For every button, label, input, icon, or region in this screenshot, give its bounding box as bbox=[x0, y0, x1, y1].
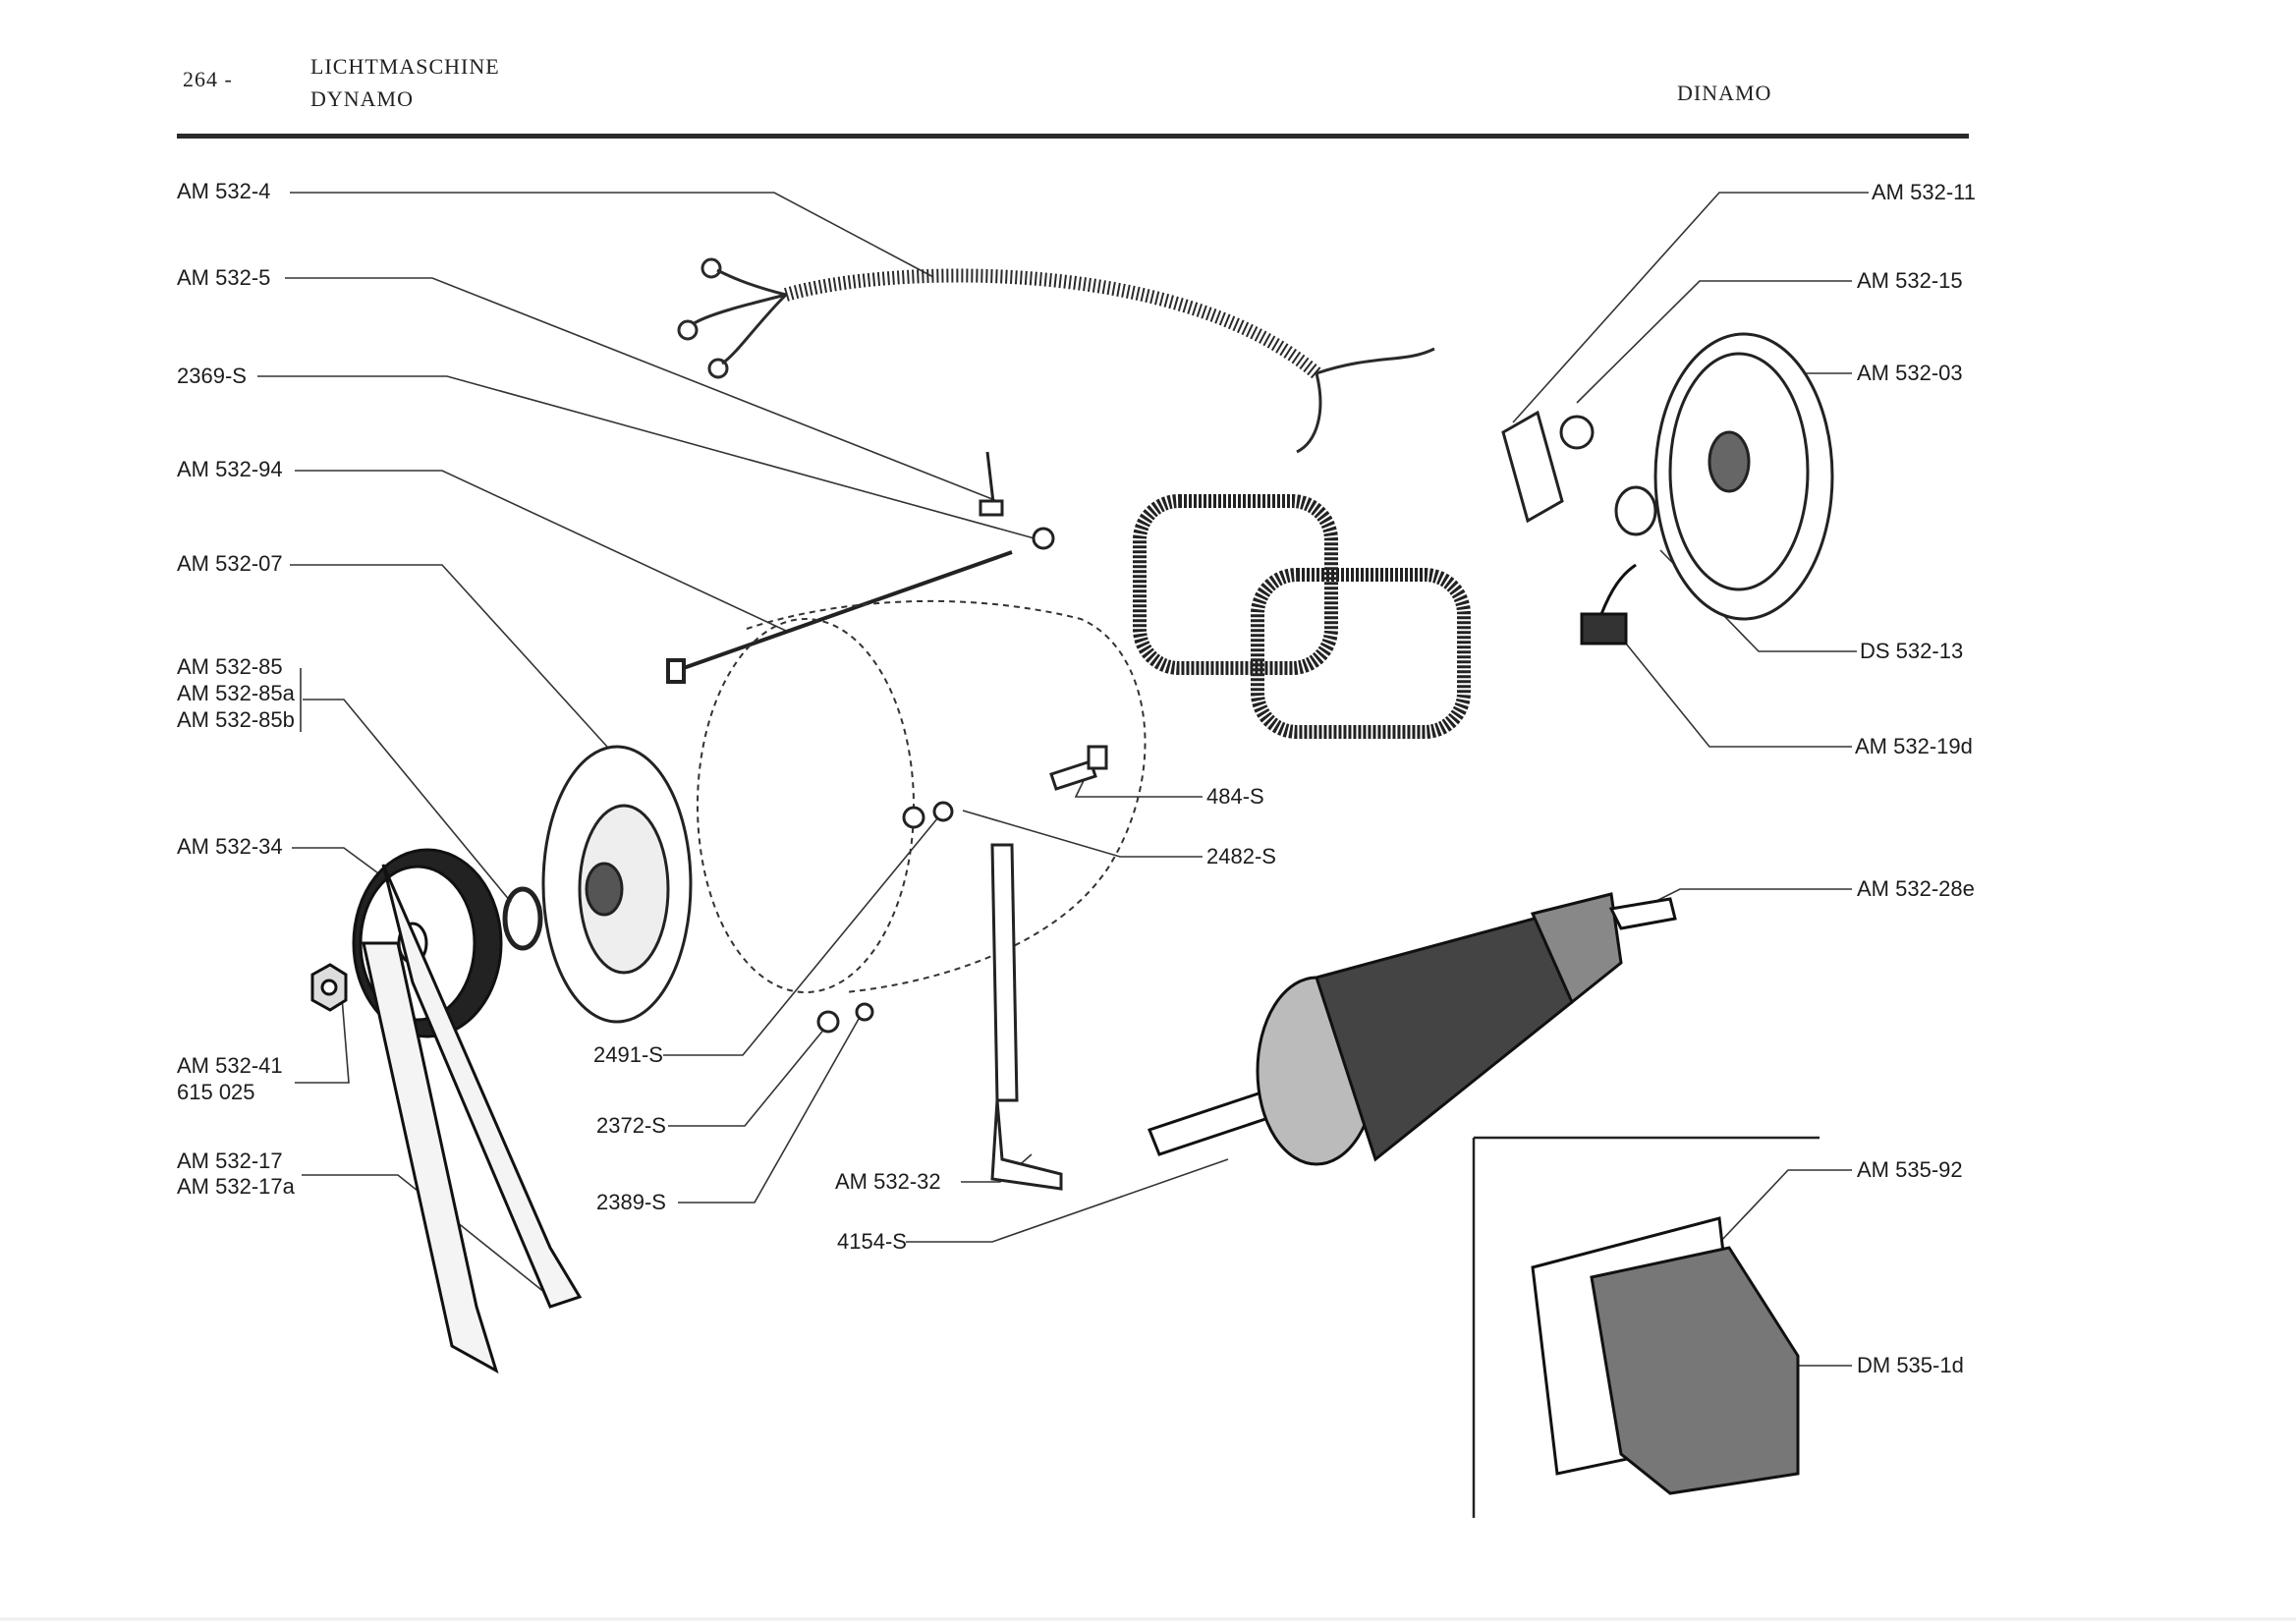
label-am532-07: AM 532-07 bbox=[177, 551, 283, 576]
screw-2369 bbox=[979, 451, 1055, 550]
label-am532-85b: AM 532-85b bbox=[177, 707, 295, 732]
label-am532-85: AM 532-85 bbox=[177, 654, 283, 679]
leader-lines bbox=[257, 192, 1869, 1367]
label-am532-4: AM 532-4 bbox=[177, 179, 271, 203]
commutator-end-shield bbox=[1614, 332, 1834, 621]
wiring-harness bbox=[677, 257, 1435, 454]
label-4154-s: 4154-S bbox=[837, 1229, 907, 1254]
label-am532-34: AM 532-34 bbox=[177, 834, 283, 859]
label-am532-03: AM 532-03 bbox=[1857, 361, 1963, 385]
page-number: 264 - bbox=[183, 67, 233, 91]
label-am532-5: AM 532-5 bbox=[177, 265, 271, 290]
label-2369-s: 2369-S bbox=[177, 364, 247, 388]
title-dynamo: DYNAMO bbox=[310, 86, 414, 111]
spacer-ring bbox=[502, 886, 543, 951]
label-am532-11: AM 532-11 bbox=[1872, 180, 1976, 204]
v-belt bbox=[362, 864, 583, 1374]
label-2482-s: 2482-S bbox=[1206, 844, 1276, 868]
label-dm535-1d: DM 535-1d bbox=[1857, 1353, 1964, 1377]
drive-end-shield bbox=[541, 745, 693, 1024]
label-ds532-13: DS 532-13 bbox=[1860, 639, 1964, 663]
label-am532-94: AM 532-94 bbox=[177, 457, 283, 481]
label-am532-17: AM 532-17 bbox=[177, 1148, 283, 1173]
label-am532-15: AM 532-15 bbox=[1857, 268, 1963, 293]
armature bbox=[1148, 892, 1677, 1166]
label-2491-s: 2491-S bbox=[593, 1042, 663, 1067]
field-coils bbox=[1133, 494, 1471, 739]
label-am532-85a: AM 532-85a bbox=[177, 681, 295, 705]
label-am532-28e: AM 532-28e bbox=[1857, 876, 1975, 901]
label-am532-32: AM 532-32 bbox=[835, 1169, 941, 1194]
title-lichtmaschine: LICHTMASCHINE bbox=[310, 54, 500, 79]
label-2372-s: 2372-S bbox=[596, 1113, 666, 1138]
label-2389-s: 2389-S bbox=[596, 1190, 666, 1214]
header-rule bbox=[177, 134, 1969, 139]
through-bolt bbox=[666, 550, 1013, 684]
label-am532-19d: AM 532-19d bbox=[1855, 734, 1973, 758]
label-am532-41: AM 532-41 bbox=[177, 1053, 283, 1078]
bolt-484 bbox=[1049, 745, 1108, 791]
label-am532-17a: AM 532-17a bbox=[177, 1174, 295, 1199]
strap-bracket bbox=[990, 843, 1063, 1191]
label-am535-92: AM 535-92 bbox=[1857, 1157, 1963, 1182]
washers bbox=[816, 801, 954, 1034]
label-484-s: 484-S bbox=[1206, 784, 1264, 809]
regulator-frame bbox=[1472, 1136, 1820, 1518]
carbon-brush bbox=[1580, 563, 1637, 645]
label-615025: 615 025 bbox=[177, 1080, 255, 1104]
brush-holder bbox=[1501, 410, 1595, 524]
voltage-regulator bbox=[1531, 1216, 1800, 1495]
title-dinamo: DINAMO bbox=[1677, 81, 1772, 105]
pulley-nut bbox=[310, 963, 348, 1012]
